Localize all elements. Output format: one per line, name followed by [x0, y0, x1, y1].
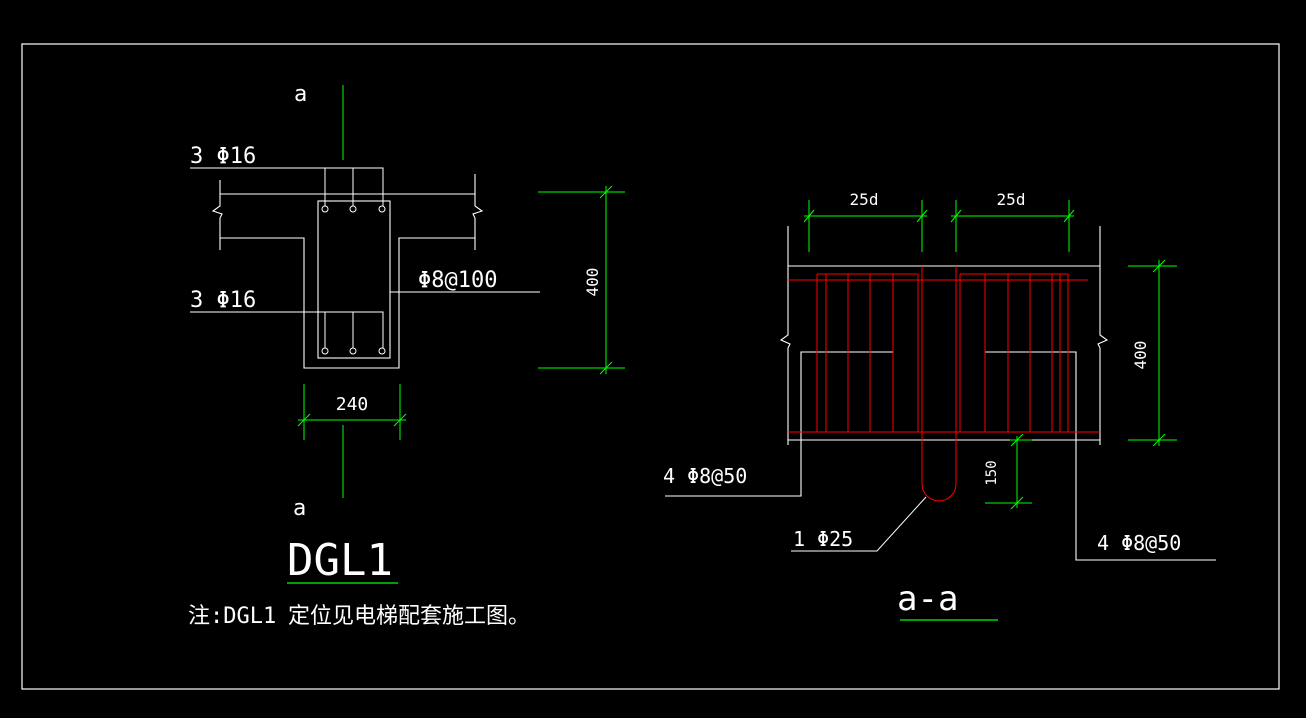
hook-dimension	[985, 433, 1032, 510]
anchor-right-label: 25d	[997, 190, 1026, 209]
hook-bar-label: 1 Φ25	[793, 527, 853, 551]
section-title-dgl1: DGL1	[287, 535, 393, 586]
height-dim-aa-label: 400	[1131, 341, 1150, 370]
hook-bar-leader	[791, 496, 927, 552]
bottom-bar-label: 3 Φ16	[190, 288, 256, 313]
width-dimension	[297, 384, 407, 440]
height-dim-label: 400	[583, 268, 602, 297]
leaders-dgl1	[190, 167, 540, 348]
section-dgl1: a a 3 Φ16 3 Φ16	[190, 82, 625, 586]
height-dimension	[538, 185, 625, 375]
note-prefix: 注:DGL1	[188, 604, 276, 629]
anchor-dimensions	[803, 200, 1075, 252]
hook-dim-label: 150	[984, 460, 1000, 485]
top-bar-label: 3 Φ16	[190, 144, 256, 169]
section-title-aa: a-a	[897, 579, 958, 619]
section-aa: 25d 25d	[663, 190, 1216, 621]
height-dimension-aa	[1128, 259, 1177, 447]
cut-mark-bottom: a	[293, 496, 306, 521]
stirrup-outline	[317, 200, 391, 359]
stirrup-label: Φ8@100	[418, 268, 497, 293]
note-text: 定位见电梯配套施工图。	[288, 604, 530, 629]
anchor-left-label: 25d	[850, 190, 879, 209]
left-stirrup-label: 4 Φ8@50	[663, 464, 747, 488]
rebars-aa	[788, 266, 1100, 502]
width-dim-label: 240	[336, 394, 369, 415]
beam-outline	[211, 174, 484, 369]
beam-outline-aa	[665, 226, 1216, 561]
right-stirrup-label: 4 Φ8@50	[1097, 531, 1181, 555]
cut-mark-top: a	[294, 82, 307, 107]
drawing-frame	[21, 43, 1280, 690]
